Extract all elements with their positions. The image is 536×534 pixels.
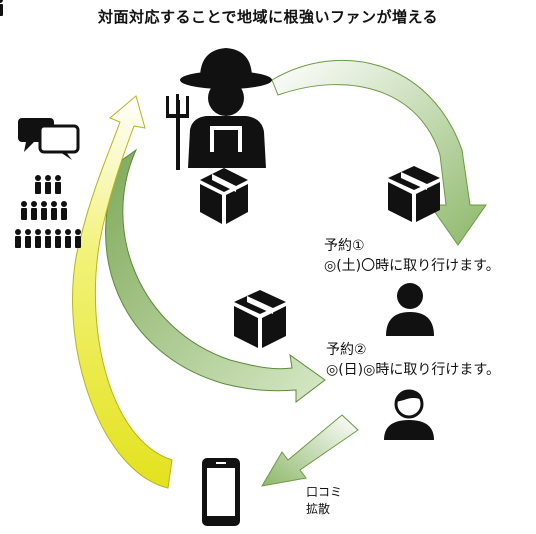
arrow-phone-to-community [72, 95, 173, 489]
reservation-2-label: 予約② ◎(日)◎時に取り行けます。 [326, 340, 500, 380]
arrow-customer-to-phone [261, 414, 359, 487]
reservation-2-message: ◎(日)◎時に取り行けます。 [326, 362, 500, 378]
word-of-mouth-line-1: 口コミ [306, 485, 343, 499]
arrow-farmer-to-reservation-1 [271, 60, 487, 246]
package-box-icon [388, 166, 440, 222]
farmer-with-pitchfork-icon [166, 48, 272, 170]
reservation-1-message: ◎(土)〇時に取り行けます。 [324, 258, 500, 274]
word-of-mouth-line-2: 拡散 [306, 502, 331, 516]
package-box-icon [234, 290, 286, 348]
diagram-title: 対面対応することで地域に根強いファンが増える [97, 8, 439, 26]
person-with-hair-icon [384, 389, 434, 440]
package-box-icon [200, 168, 248, 224]
reservation-2-heading: 予約② [326, 342, 367, 358]
reservation-1-heading: 予約① [324, 238, 365, 254]
arrow-farmer-to-reservation-2 [105, 148, 326, 404]
chat-bubbles-icon [18, 118, 80, 160]
person-icon [386, 283, 434, 336]
smartphone-icon [202, 458, 240, 526]
crowd-icon [0, 0, 81, 248]
reservation-1-label: 予約① ◎(土)〇時に取り行けます。 [324, 236, 500, 276]
word-of-mouth-label: 口コミ 拡散 [306, 484, 342, 518]
